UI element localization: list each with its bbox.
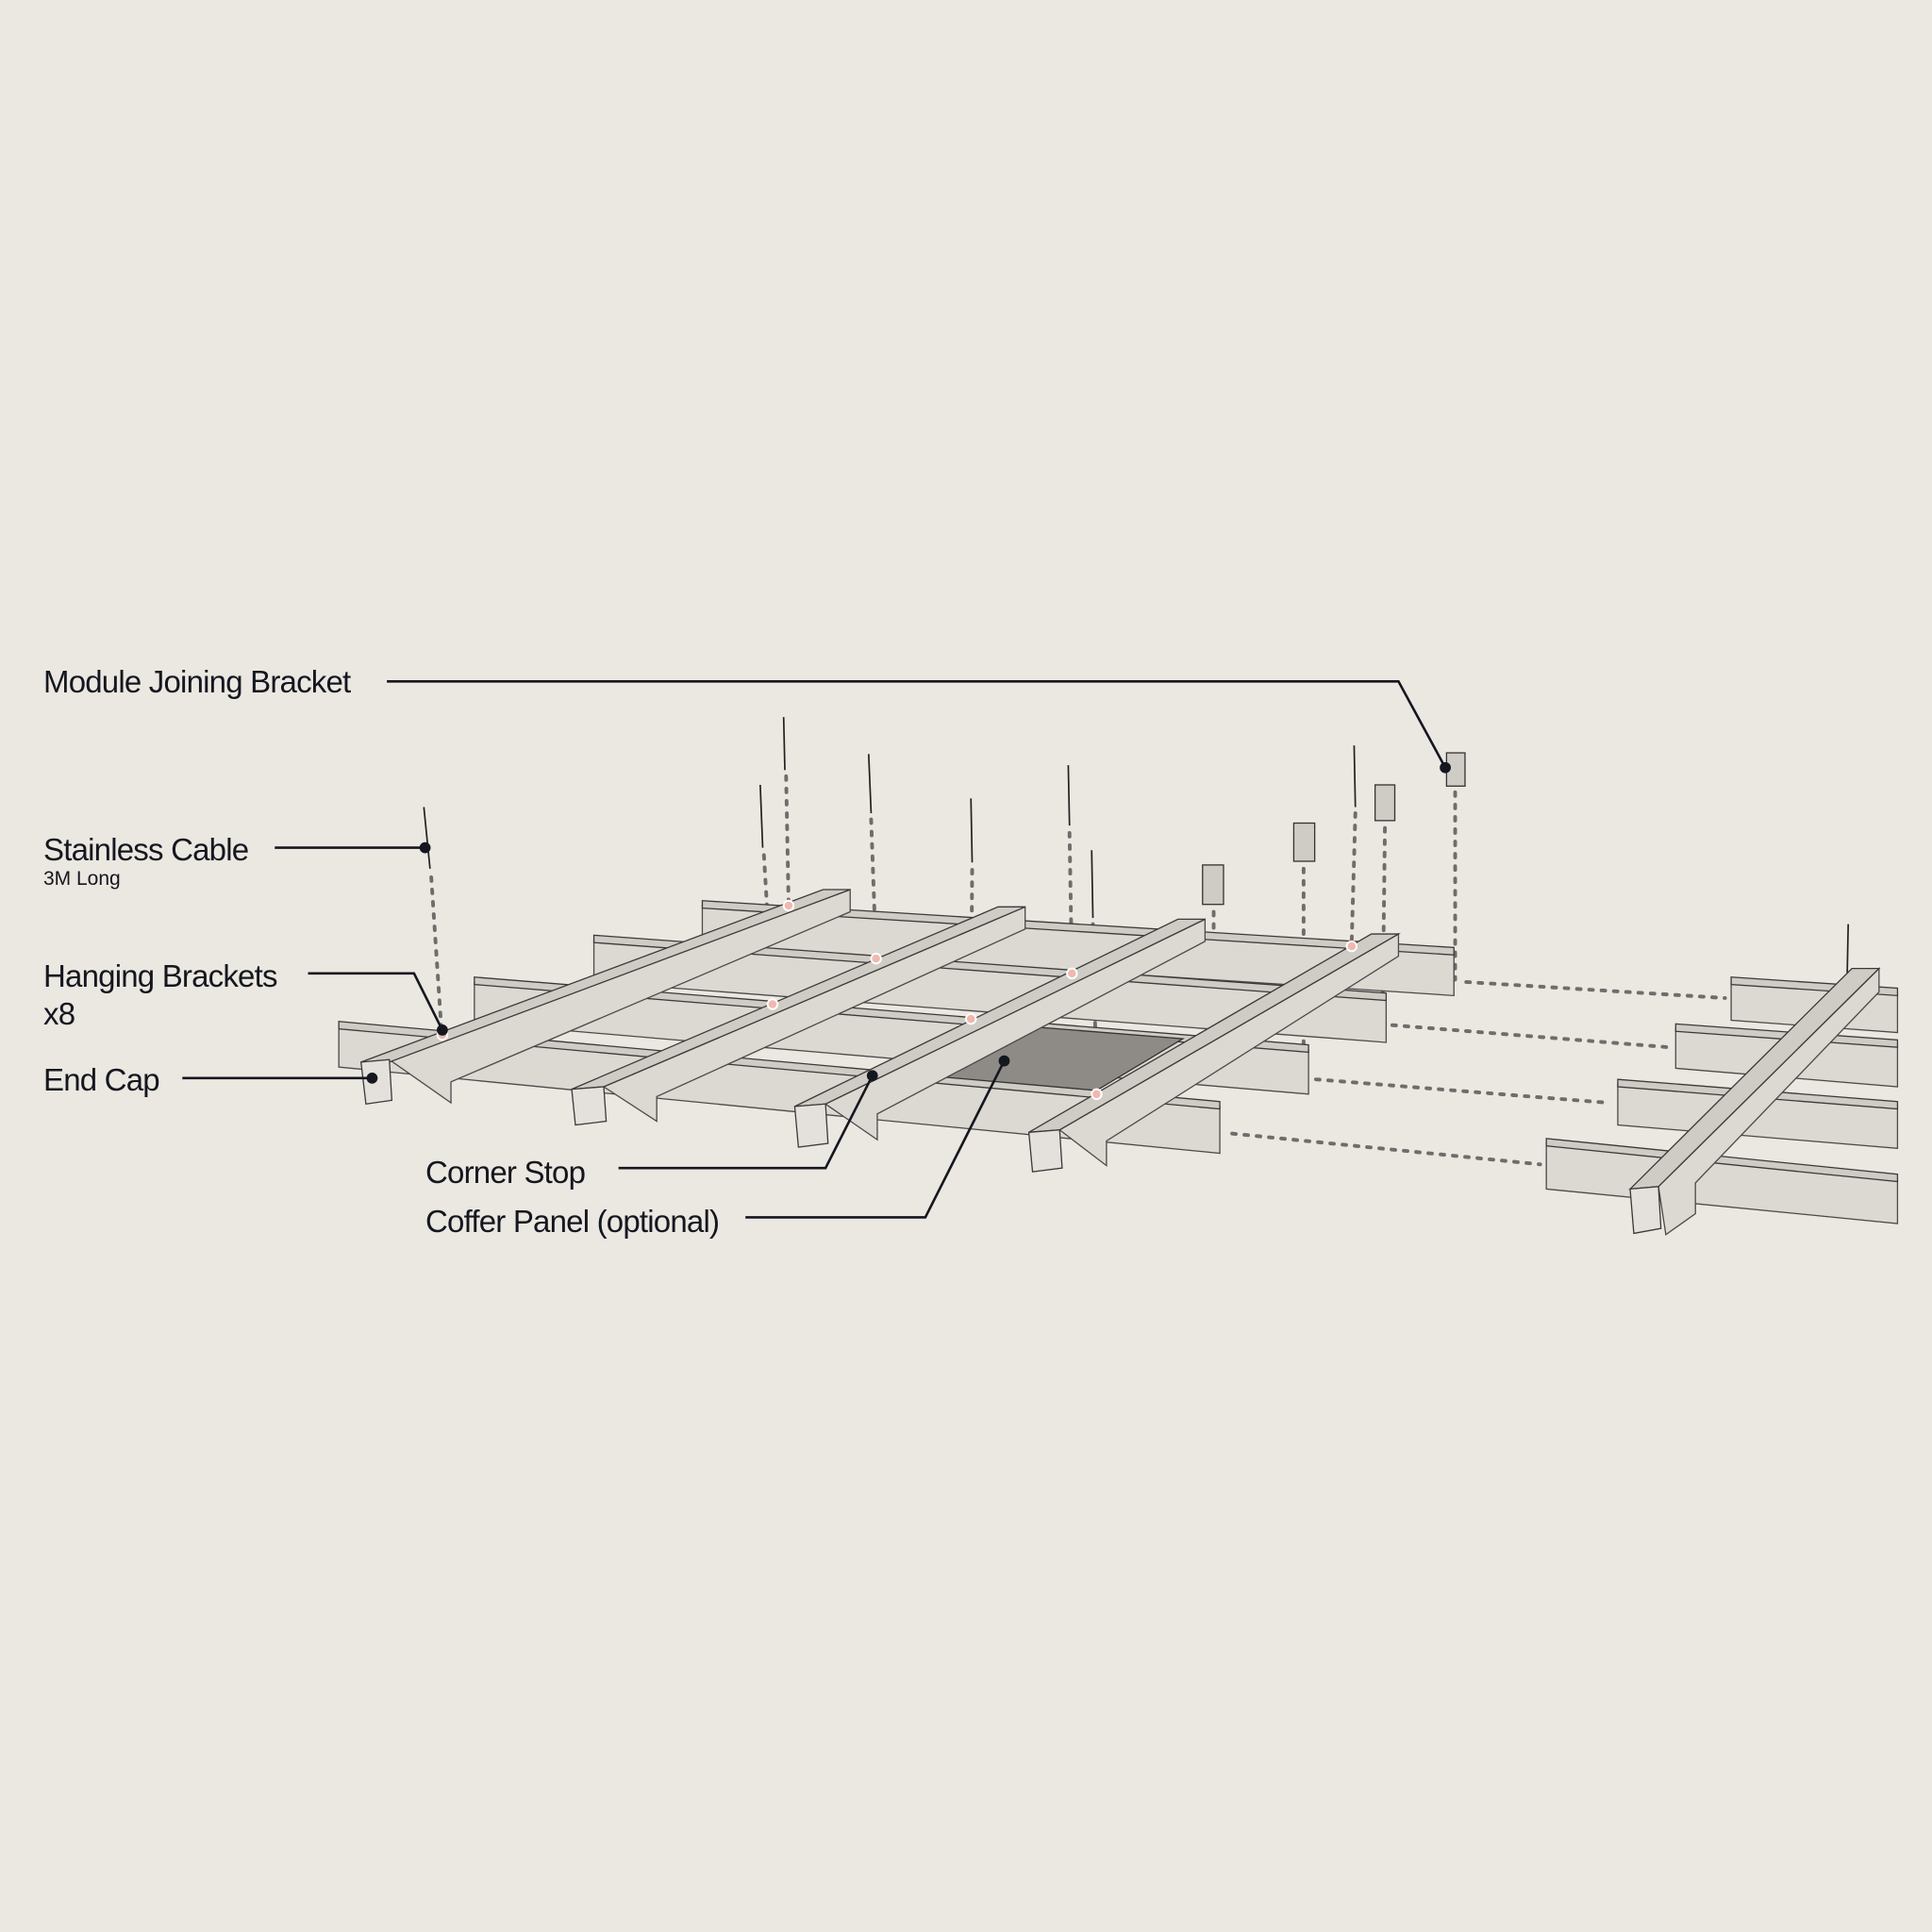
stainless-cables — [423, 717, 1850, 986]
label-coffer-panel: Coffer Panel (optional) — [425, 1204, 720, 1239]
hanging-bracket-markers — [436, 899, 1358, 1101]
adjacent-module — [1545, 967, 1899, 1236]
label-corner-stop: Corner Stop — [425, 1155, 586, 1190]
label-module-joining-bracket: Module Joining Bracket — [43, 664, 351, 699]
module-joining-brackets — [1202, 752, 1466, 906]
label-hanging-brackets: Hanging Brackets — [43, 958, 277, 993]
main-module-cross-beams — [359, 889, 1401, 1173]
leader-lines — [182, 679, 1451, 1219]
label-end-cap: End Cap — [43, 1062, 160, 1097]
label-stainless-cable-note: 3M Long — [43, 868, 121, 890]
label-stainless-cable: Stainless Cable — [43, 832, 249, 867]
label-hanging-brackets-qty: x8 — [43, 996, 75, 1031]
